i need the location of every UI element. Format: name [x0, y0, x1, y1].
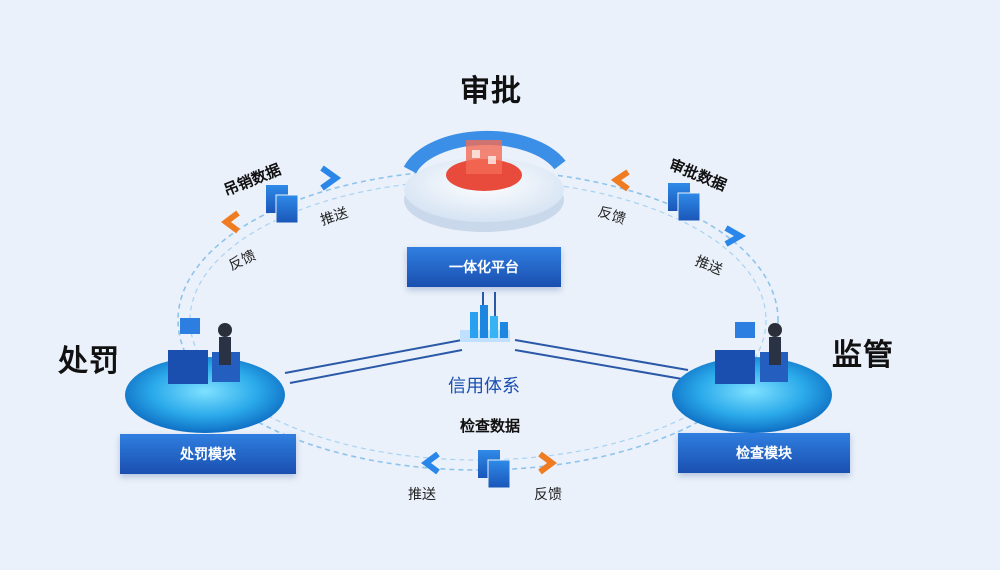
- platform-disc-icon: [403, 130, 566, 232]
- inspection-module-bar: 检查模块: [678, 433, 850, 473]
- inspect-push-label: 推送: [408, 487, 436, 503]
- document-icon-revoke: [266, 185, 299, 224]
- credit-system-label: 信用体系: [448, 376, 520, 397]
- credit-connectors: [284, 292, 689, 384]
- penalty-module-bar: 处罚模块: [120, 434, 296, 474]
- document-icon-inspect: [478, 450, 511, 489]
- inspect-feedback-label: 反馈: [534, 487, 562, 503]
- inspect-data-title: 检查数据: [460, 417, 521, 435]
- document-icon-approve: [668, 183, 701, 222]
- heading-penalty: 处罚: [58, 344, 120, 379]
- chevron-arrow-icon: [221, 165, 747, 475]
- platform-module-bar: 一体化平台: [407, 247, 561, 287]
- inspection-station-icon: [672, 322, 832, 433]
- heading-supervision: 监管: [832, 338, 894, 373]
- penalty-station-icon: [125, 318, 285, 433]
- heading-approval: 审批: [460, 74, 522, 109]
- city-buildings-icon: [460, 305, 510, 342]
